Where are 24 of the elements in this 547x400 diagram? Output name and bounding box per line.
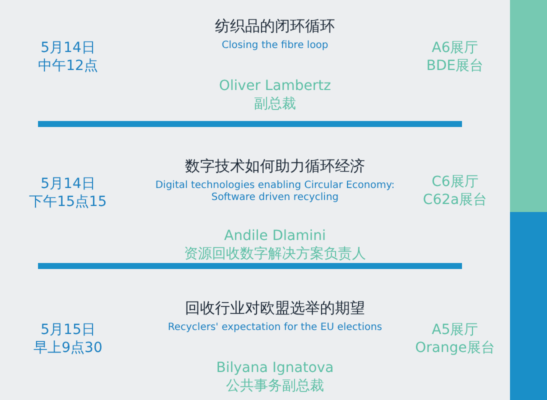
speaker-role: 资源回收数字解决方案负责人 — [184, 246, 366, 262]
speaker-role: 公共事务副总裁 — [226, 378, 324, 394]
speaker-role: 副总裁 — [254, 96, 296, 112]
hall-text: A6展厅 — [432, 40, 478, 56]
time-text: 下午15点15 — [29, 194, 107, 210]
speaker-name: Oliver Lambertz — [219, 78, 331, 94]
time-text: 中午12点 — [38, 58, 98, 74]
session-subtitle: Recyclers' expectation for the EU elections — [166, 322, 384, 334]
hall-text: C6展厅 — [432, 174, 478, 190]
booth-text: Orange展台 — [415, 340, 495, 356]
speaker-name: Bilyana Ignatova — [216, 360, 334, 376]
session-title: 回收行业对欧盟选举的期望 — [185, 300, 365, 318]
date-text: 5月14日 — [40, 40, 96, 56]
date-text: 5月14日 — [40, 176, 96, 192]
session-subtitle: Closing the fibre loop — [220, 40, 330, 52]
speaker-name: Andile Dlamini — [224, 228, 326, 244]
session-title: 数字技术如何助力循环经济 — [185, 158, 365, 176]
time-text: 早上9点30 — [34, 340, 102, 356]
booth-text: C62a展台 — [422, 192, 488, 208]
booth-text: BDE展台 — [426, 58, 484, 74]
session-subtitle: Digital technologies enabling Circular Economy: Software driven recycling — [154, 180, 396, 203]
hall-text: A5展厅 — [432, 322, 478, 338]
date-text: 5月15日 — [40, 322, 96, 338]
session-title: 纺织品的闭环循环 — [215, 18, 335, 36]
